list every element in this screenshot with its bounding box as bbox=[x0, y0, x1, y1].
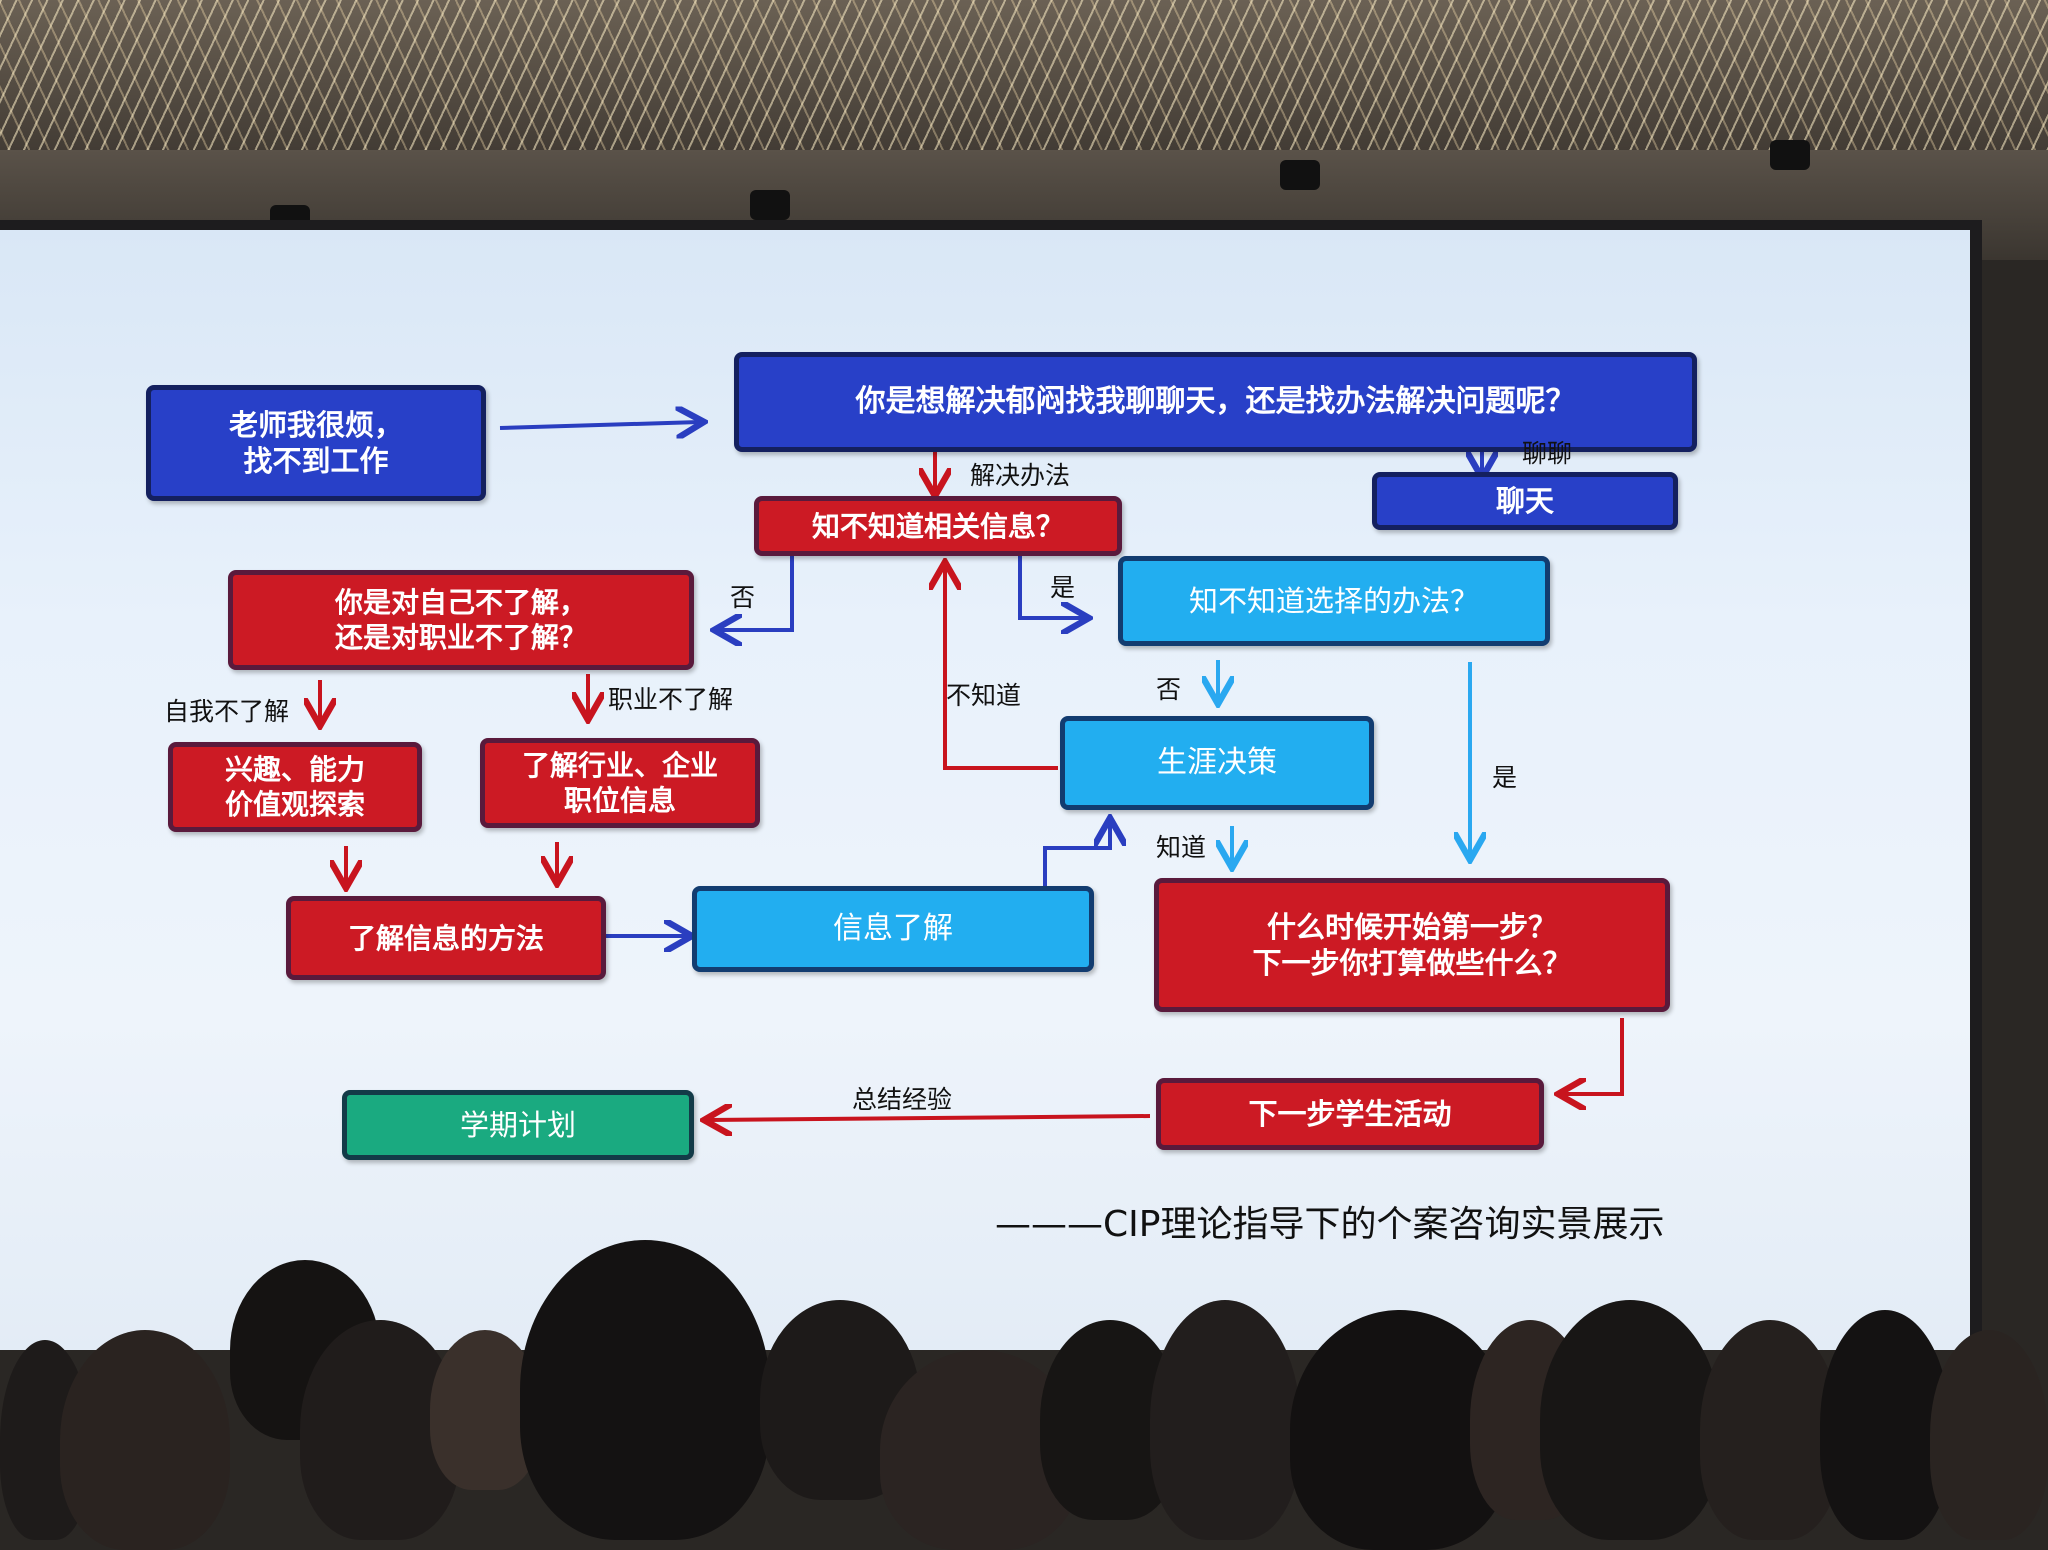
node-start: 老师我很烦， 找不到工作 bbox=[146, 385, 486, 501]
node-career-decision-text: 生涯决策 bbox=[1157, 745, 1277, 781]
slide-caption: ———CIP理论指导下的个案咨询实景展示 bbox=[995, 1204, 1665, 1245]
node-know-choice: 知不知道选择的办法？ bbox=[1118, 556, 1550, 646]
label-yes-down: 是 bbox=[1492, 763, 1518, 792]
node-industry-line1: 了解行业、企业 bbox=[521, 749, 718, 782]
label-know: 知道 bbox=[1156, 833, 1207, 862]
node-question-main-text: 你是想解决郁闷找我聊聊天，还是找办法解决问题呢？ bbox=[855, 384, 1576, 420]
label-summarize: 总结经验 bbox=[852, 1085, 953, 1114]
node-interest-line1: 兴趣、能力 bbox=[224, 753, 365, 786]
node-info-understand-text: 信息了解 bbox=[833, 911, 953, 947]
node-term-plan-text: 学期计划 bbox=[459, 1107, 576, 1142]
node-next-activity: 下一步学生活动 bbox=[1156, 1078, 1544, 1150]
node-industry: 了解行业、企业 职位信息 bbox=[480, 738, 760, 828]
node-chat: 聊天 bbox=[1372, 472, 1678, 530]
node-info-understand: 信息了解 bbox=[692, 886, 1094, 972]
label-solve: 解决办法 bbox=[970, 461, 1071, 490]
node-question-main: 你是想解决郁闷找我聊聊天，还是找办法解决问题呢？ bbox=[734, 352, 1697, 452]
label-yes-right: 是 bbox=[1050, 573, 1076, 602]
label-job-unknown: 职业不了解 bbox=[608, 685, 734, 714]
label-no-left: 否 bbox=[730, 583, 756, 612]
node-self-or-job: 你是对自己不了解， 还是对职业不了解？ bbox=[228, 570, 694, 670]
node-start-line2: 找不到工作 bbox=[243, 444, 389, 478]
label-chat: 聊聊 bbox=[1522, 439, 1573, 468]
node-next-activity-text: 下一步学生活动 bbox=[1248, 1096, 1452, 1131]
arrow-start-to-question bbox=[499, 422, 700, 428]
label-dont-know: 不知道 bbox=[946, 681, 1022, 710]
arrow-dont-know-back bbox=[945, 566, 1058, 770]
node-info-method-text: 了解信息的方法 bbox=[347, 921, 544, 955]
node-self-or-job-line1: 你是对自己不了解， bbox=[334, 586, 587, 619]
node-career-decision: 生涯决策 bbox=[1060, 716, 1374, 810]
node-when-start-line1: 什么时候开始第一步？ bbox=[1266, 909, 1557, 944]
node-chat-text: 聊天 bbox=[1495, 483, 1554, 518]
node-industry-line2: 职位信息 bbox=[563, 784, 676, 817]
node-interest: 兴趣、能力 价值观探索 bbox=[168, 742, 422, 832]
label-self-unknown: 自我不了解 bbox=[164, 697, 290, 726]
ceiling-spotlight bbox=[750, 190, 790, 220]
node-self-or-job-line2: 还是对职业不了解？ bbox=[334, 621, 587, 654]
node-know-info: 知不知道相关信息？ bbox=[754, 496, 1122, 556]
arrow-summarize-to-plan bbox=[708, 1116, 1151, 1120]
node-when-start: 什么时候开始第一步？ 下一步你打算做些什么？ bbox=[1154, 878, 1670, 1012]
arrow-understand-to-decision bbox=[1043, 822, 1110, 888]
ceiling-spotlight bbox=[1280, 160, 1320, 190]
node-interest-line2: 价值观探索 bbox=[224, 788, 365, 821]
node-info-method: 了解信息的方法 bbox=[286, 896, 606, 980]
node-term-plan: 学期计划 bbox=[342, 1090, 694, 1160]
arrow-no-to-self-or-job bbox=[718, 556, 794, 630]
arrow-yes-to-know-choice bbox=[1018, 554, 1085, 618]
node-when-start-line2: 下一步你打算做些什么？ bbox=[1252, 946, 1572, 980]
arrow-to-next-activity bbox=[1562, 1018, 1624, 1094]
node-know-choice-text: 知不知道选择的办法？ bbox=[1188, 583, 1479, 618]
ceiling-spotlight bbox=[1770, 140, 1810, 170]
label-no-down: 否 bbox=[1156, 675, 1182, 704]
node-know-info-text: 知不知道相关信息？ bbox=[811, 509, 1064, 543]
node-start-line1: 老师我很烦， bbox=[228, 407, 403, 442]
